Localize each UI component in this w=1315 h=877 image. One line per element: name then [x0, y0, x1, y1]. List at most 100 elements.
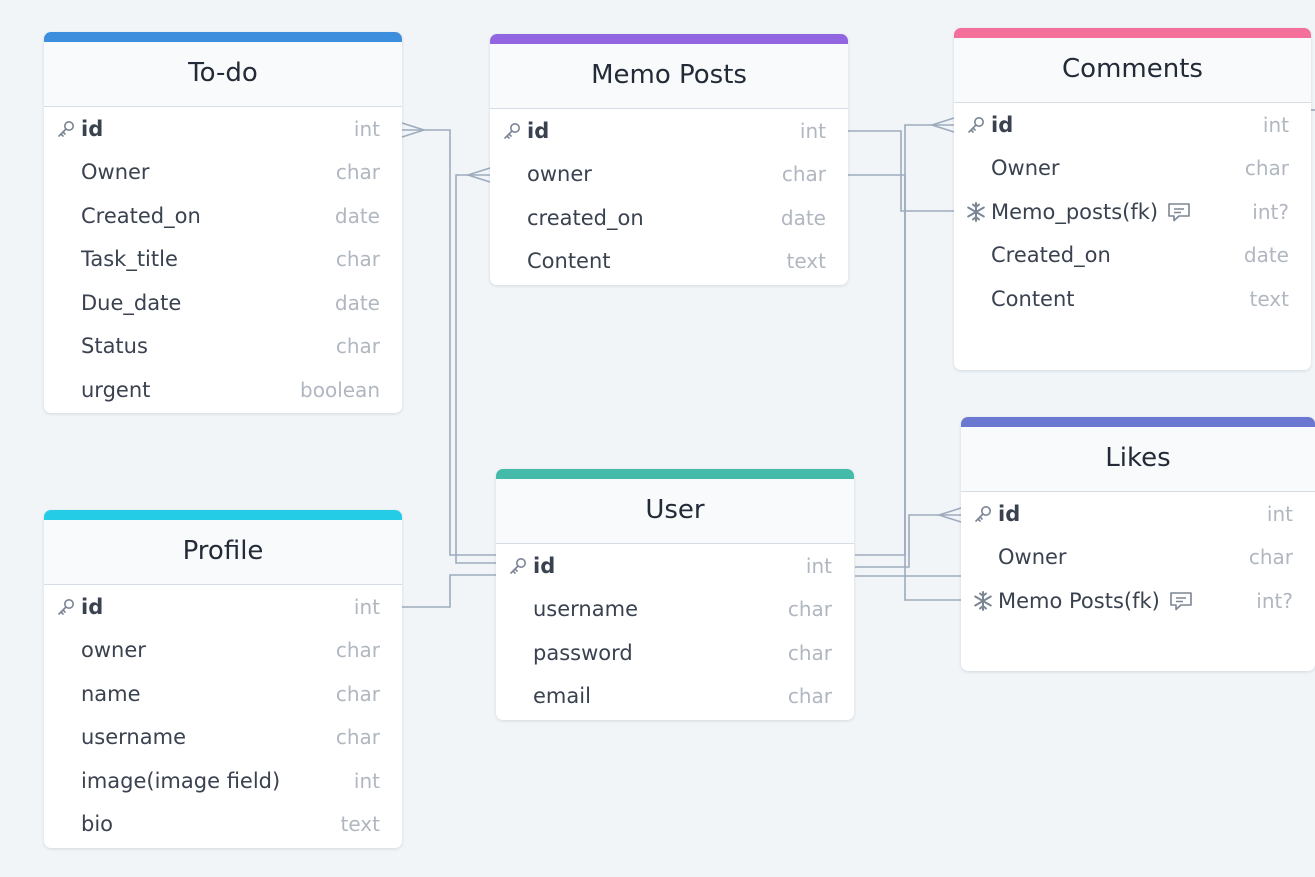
- table-header[interactable]: User: [496, 469, 854, 544]
- field-row[interactable]: Memo Posts(fk) int?: [961, 579, 1315, 623]
- field-row[interactable]: id int: [44, 585, 402, 629]
- field-name: id: [998, 501, 1021, 526]
- field-name: username: [533, 597, 638, 622]
- table-title: Profile: [182, 536, 264, 566]
- field-name: created_on: [527, 205, 644, 230]
- field-row[interactable]: Content text: [954, 277, 1311, 321]
- table-header[interactable]: Memo Posts: [490, 34, 848, 109]
- field-name: Memo Posts(fk): [998, 588, 1160, 613]
- crowfoot-comments: [929, 117, 955, 133]
- field-name: id: [81, 116, 104, 141]
- field-type: char: [1248, 545, 1293, 570]
- field-row[interactable]: id int: [961, 492, 1315, 536]
- field-type: text: [340, 812, 380, 837]
- field-type: char: [335, 681, 380, 706]
- field-row[interactable]: bio text: [44, 803, 402, 847]
- field-type: char: [335, 160, 380, 185]
- field-type: char: [1244, 156, 1289, 181]
- field-type: int: [805, 553, 832, 578]
- field-name: id: [991, 112, 1014, 137]
- field-type: date: [334, 203, 380, 228]
- field-type: int: [1266, 501, 1293, 526]
- table-header[interactable]: Comments: [954, 28, 1311, 103]
- field-name: bio: [81, 812, 114, 837]
- field-type: char: [781, 162, 826, 187]
- field-name: Memo_posts(fk): [991, 199, 1159, 224]
- field-type: date: [334, 290, 380, 315]
- table-title: Likes: [1105, 443, 1171, 473]
- field-row[interactable]: Status char: [44, 325, 402, 369]
- field-row[interactable]: Created_on date: [954, 234, 1311, 278]
- field-type: int: [353, 768, 380, 793]
- table-accent-bar: [961, 417, 1315, 427]
- field-row[interactable]: image(image field)int: [44, 759, 402, 803]
- field-row[interactable]: Memo_posts(fk)int?: [954, 190, 1311, 234]
- snowflake-icon: [972, 590, 994, 612]
- field-name: Task_title: [81, 247, 178, 272]
- key-icon: [972, 503, 994, 525]
- field-name: Due_date: [81, 290, 182, 315]
- field-row[interactable]: Due_date date: [44, 281, 402, 325]
- relation-comments-user: [855, 124, 954, 556]
- field-type: int?: [1256, 588, 1293, 613]
- relation-memo-posts-likes-fk: [848, 174, 961, 601]
- comment-icon[interactable]: [1166, 201, 1192, 223]
- field-row[interactable]: id int: [496, 544, 854, 588]
- comment-icon[interactable]: [1168, 590, 1194, 612]
- field-type: text: [1249, 286, 1289, 311]
- table-header[interactable]: Likes: [961, 417, 1315, 492]
- table-title: To-do: [188, 58, 258, 88]
- key-icon: [55, 118, 77, 140]
- key-icon: [501, 120, 523, 142]
- field-type: char: [335, 247, 380, 272]
- table-header[interactable]: To-do: [44, 32, 402, 107]
- snowflake-icon: [965, 201, 987, 223]
- field-name: email: [533, 684, 591, 709]
- field-type: text: [786, 249, 826, 274]
- field-name: owner: [81, 638, 146, 663]
- field-name: id: [81, 594, 104, 619]
- table-accent-bar: [44, 32, 402, 42]
- field-type: char: [787, 640, 832, 665]
- relation-profile-user: [402, 574, 497, 608]
- field-type: int: [353, 594, 380, 619]
- table-header[interactable]: Profile: [44, 510, 402, 585]
- relation-likes-user: [855, 514, 961, 568]
- field-name: id: [533, 553, 556, 578]
- relation-todo-user: [402, 129, 497, 556]
- field-type: char: [335, 334, 380, 359]
- field-type: date: [780, 205, 826, 230]
- key-icon: [507, 555, 529, 577]
- field-name: Created_on: [991, 243, 1111, 268]
- field-name: Status: [81, 334, 148, 359]
- field-name: Content: [991, 286, 1075, 311]
- field-row[interactable]: Task_title char: [44, 238, 402, 282]
- key-icon: [965, 114, 987, 136]
- field-type: date: [1243, 243, 1289, 268]
- field-type: int: [799, 118, 826, 143]
- field-type: boolean: [300, 377, 380, 402]
- field-row[interactable]: created_on date: [490, 196, 848, 240]
